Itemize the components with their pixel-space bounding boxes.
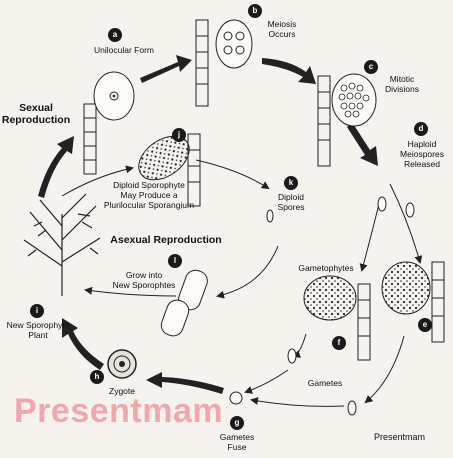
- badge-e: e: [418, 318, 432, 332]
- label-grow-into: Grow into New Sporophtes: [112, 270, 176, 290]
- gametophyte-e: [381, 261, 431, 315]
- label-gametophytes: Gametophytes: [298, 263, 354, 273]
- badge-d: d: [414, 122, 428, 136]
- gametes: [229, 348, 357, 416]
- meiosis-sporangium: [215, 19, 253, 69]
- watermark: Presentmam: [14, 392, 224, 430]
- badge-l: l: [168, 254, 182, 268]
- mitotic-sporangium: [331, 73, 377, 127]
- label-haploid: Haploid Meiospores Released: [400, 139, 444, 169]
- section-sexual-reproduction: Sexual Reproduction: [1, 102, 71, 126]
- label-mitotic: Mitotic Divisions: [384, 74, 419, 94]
- badge-j: j: [172, 128, 186, 142]
- sporophyte-filament-l: [160, 269, 208, 337]
- plurilocular-sporangium: [138, 135, 190, 181]
- meiospores: [266, 196, 415, 223]
- badge-c: c: [364, 60, 378, 74]
- cycle-arrows: [38, 55, 378, 394]
- badge-f: f: [332, 336, 346, 350]
- badge-k: k: [284, 176, 298, 190]
- label-gametes: Gametes: [307, 378, 343, 388]
- filament-a: [83, 103, 97, 175]
- label-gametes-fuse: Gametes Fuse: [219, 432, 255, 452]
- filament-c: [317, 75, 331, 167]
- filament-j: [187, 133, 201, 207]
- badge-a: a: [108, 28, 122, 42]
- label-new-sporophyte: New Sporophyte Plant: [6, 320, 70, 340]
- credit-text: Presentmam: [374, 432, 426, 442]
- label-diploid-sporophyte: Diploid Sporophyte May Produce a Plurilo…: [103, 180, 195, 210]
- label-unilocular: Unilocular Form: [94, 45, 154, 55]
- arrow-g-to-h: [146, 372, 224, 394]
- label-meiosis: Meiosis Occurs: [267, 19, 297, 39]
- badge-i: i: [30, 304, 44, 318]
- arrow-c-to-d: [347, 122, 378, 166]
- badge-b: b: [248, 4, 262, 18]
- gametophyte-f: [303, 275, 357, 321]
- badge-g: g: [230, 416, 244, 430]
- badge-h: h: [90, 370, 104, 384]
- section-asexual-reproduction: Asexual Reproduction: [110, 234, 222, 246]
- arrow-a-to-b: [140, 55, 192, 83]
- label-diploid-spores: Diploid Spores: [277, 192, 305, 212]
- filament-b: [195, 19, 209, 107]
- arrow-i-to-sexual: [38, 136, 74, 198]
- arrow-h-to-i: [62, 318, 104, 370]
- arrow-b-to-c: [262, 58, 316, 84]
- sporophyte-plant: [23, 193, 101, 296]
- label-zygote: Zygote: [109, 386, 135, 396]
